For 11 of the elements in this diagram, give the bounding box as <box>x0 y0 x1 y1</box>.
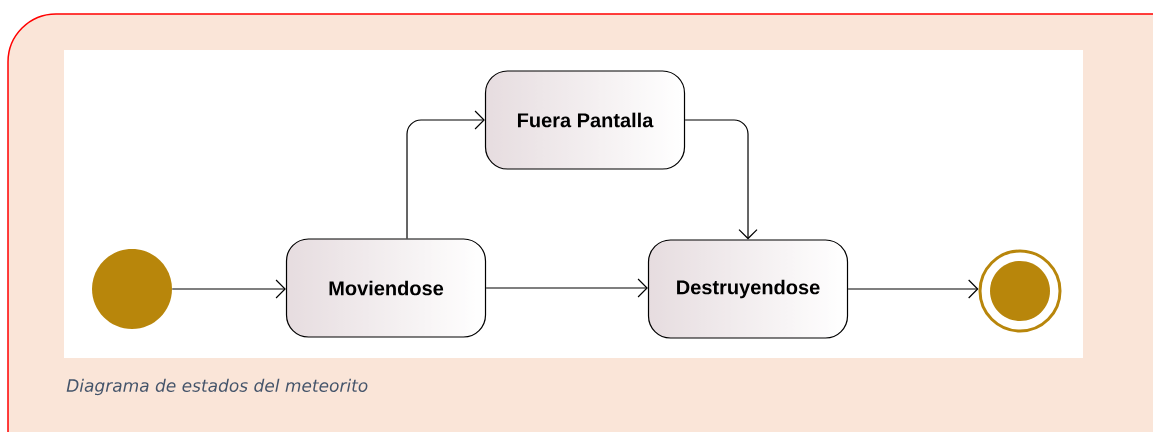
arrow <box>847 279 979 299</box>
start-circle <box>92 249 172 329</box>
state-box: Destruyendose <box>647 239 849 339</box>
arrow <box>406 110 485 239</box>
arrow <box>485 278 648 298</box>
state-box: Moviendose <box>285 238 487 338</box>
state-box: Fuera Pantalla <box>484 70 686 170</box>
arrow <box>684 119 758 240</box>
end-circle <box>978 249 1062 333</box>
caption: Diagrama de estados del meteorito <box>66 378 368 396</box>
arrow <box>171 279 286 299</box>
